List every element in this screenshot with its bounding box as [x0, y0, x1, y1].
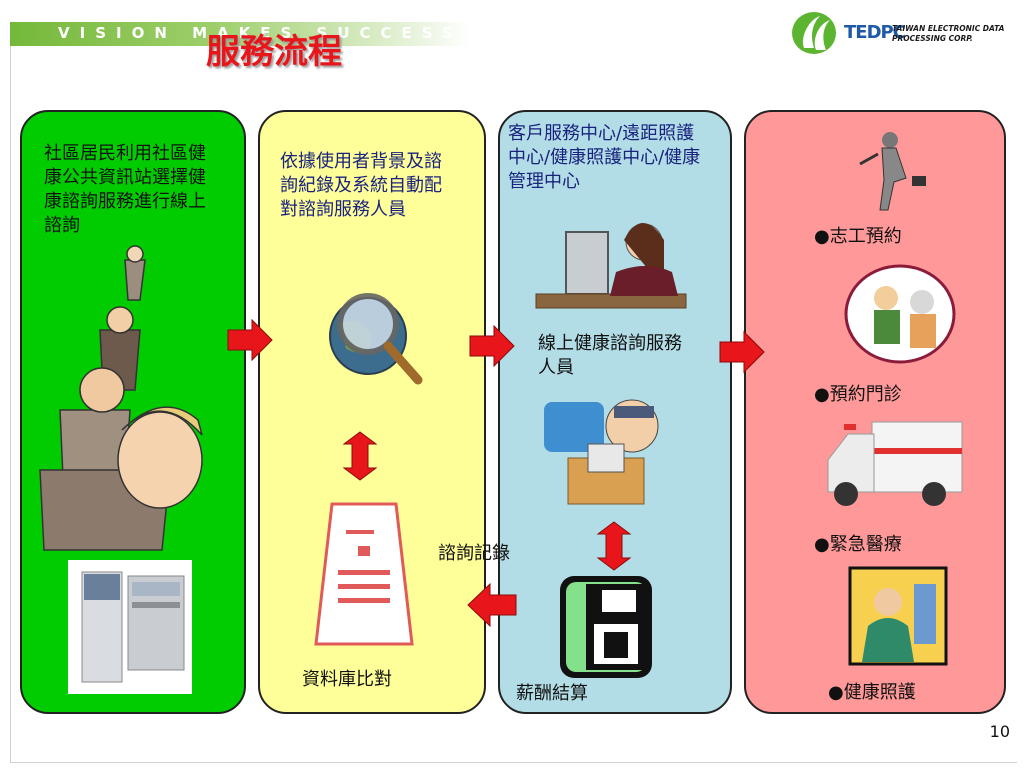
- slide-title: 服務流程: [206, 32, 342, 72]
- arrow-right-2-icon: [469, 324, 515, 368]
- globe-search-icon: [329, 293, 423, 385]
- atm-payment-icon: [560, 576, 652, 678]
- matching-description: 依據使用者背景及諮詢紀錄及系統自動配對諮詢服務人員: [280, 151, 442, 220]
- slide-frame: [10, 46, 1017, 763]
- home-care-icon: [848, 566, 948, 666]
- arrow-updown-2-icon: [596, 521, 632, 571]
- service-emergency: ●緊急醫療: [814, 534, 902, 555]
- arrow-right-1-icon: [227, 318, 273, 362]
- consult-staff-label: 線上健康諮詢服務人員: [538, 333, 682, 378]
- logo-name-line2: PROCESSING CORP.: [892, 34, 973, 43]
- clinic-appointment-icon: [844, 264, 956, 364]
- logo-abbreviation: TEDPC: [844, 22, 906, 43]
- logo-name-line1: TAIWAN ELECTRONIC DATA: [892, 24, 1005, 33]
- volunteer-walking-icon: [859, 132, 926, 211]
- ambulance-icon: [827, 421, 963, 506]
- call-center-agent-icon: [535, 223, 687, 309]
- tagline: VISION MAKES SUCCESS: [58, 24, 463, 42]
- payment-label: 薪酬結算: [516, 683, 588, 704]
- online-consultant-icon: [544, 399, 659, 505]
- page-number: 10: [989, 722, 1010, 741]
- consult-record-label: 諮詢記錄: [438, 543, 510, 564]
- residents-description: 社區居民利用社區健康公共資訊站選擇健康諮詢服務進行線上諮詢: [44, 143, 206, 236]
- arrow-right-3-icon: [719, 330, 765, 374]
- people-queue-icon: [39, 245, 203, 551]
- kiosk-icon: [68, 560, 192, 694]
- company-logo-icon: [792, 12, 836, 54]
- database-label: 資料庫比對: [302, 669, 392, 690]
- header-band: [10, 22, 470, 46]
- arrow-left-icon: [467, 582, 517, 628]
- service-care: ●健康照護: [828, 682, 916, 703]
- service-clinic: ●預約門診: [814, 384, 902, 405]
- arrow-updown-1-icon: [342, 431, 378, 481]
- database-server-icon: [314, 502, 414, 646]
- center-description: 客戶服務中心/遠距照護中心/健康照護中心/健康管理中心: [508, 123, 701, 192]
- service-volunteer: ●志工預約: [814, 226, 902, 247]
